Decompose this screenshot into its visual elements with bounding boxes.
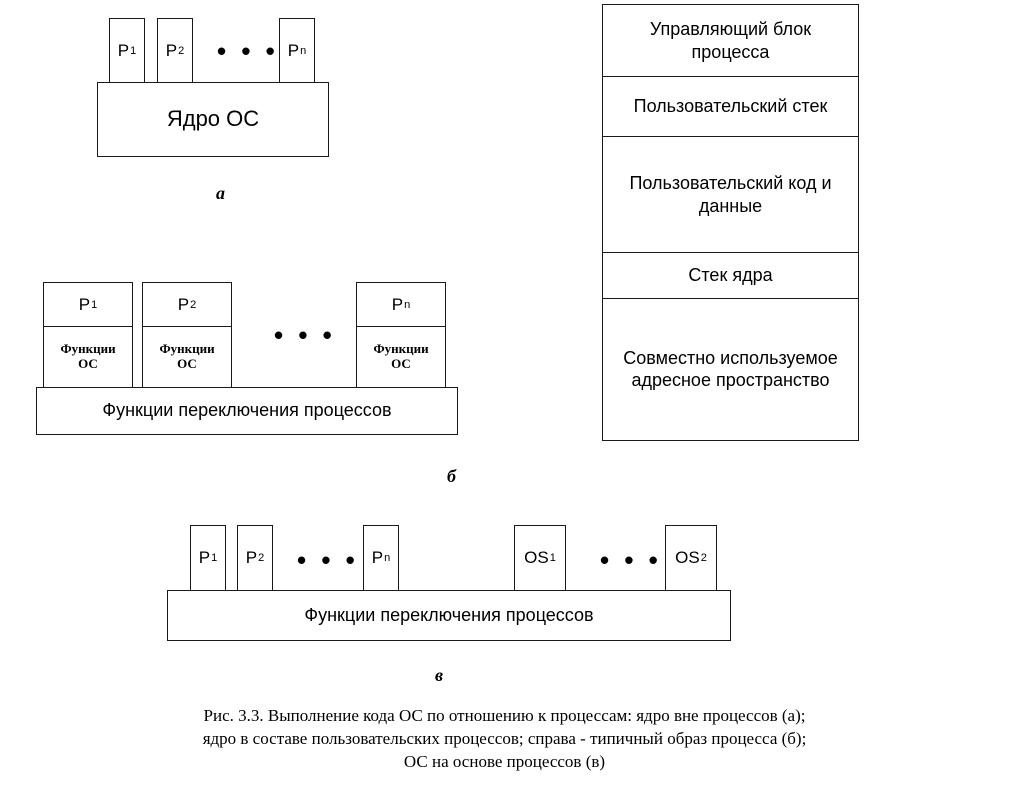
diagram-a-letter: а	[216, 183, 225, 203]
p-subscript: 2	[178, 44, 185, 57]
user-code-label: Пользовательский код и данные	[629, 173, 832, 216]
diagram-c-ellipsis-2: • • •	[600, 545, 662, 575]
kernel-stack-segment: Стек ядра	[603, 253, 858, 299]
p-subscript: 2	[258, 552, 265, 564]
figure-caption: Рис. 3.3. Выполнение кода ОС по отношени…	[0, 704, 1009, 773]
caption-line-3: ОС на основе процессов (в)	[403, 752, 606, 771]
p-label: P	[177, 295, 190, 314]
diagram-c-switch-functions: Функции переключения процессов	[167, 590, 731, 641]
diagram-b-os-functions-1: Функции ОС	[43, 326, 133, 388]
caption-line-2: ядро в составе пользовательских процессо…	[202, 729, 807, 748]
switch-label: Функции переключения процессов	[304, 604, 594, 625]
diagram-b-os-functions-2: Функции ОС	[142, 326, 232, 388]
p-label: P	[78, 295, 91, 314]
p-subscript: n	[404, 299, 411, 311]
kernel-stack-label: Стек ядра	[688, 265, 773, 286]
p-subscript: 1	[211, 552, 218, 564]
p-subscript: 2	[190, 299, 197, 311]
os-subscript: 1	[549, 552, 556, 564]
diagram-b-ellipsis: • • •	[274, 320, 336, 350]
diagram-c-letter: в	[435, 665, 444, 685]
os-func-line1: Функции	[159, 341, 215, 357]
user-stack-label: Пользовательский стек	[633, 96, 828, 117]
p-label: P	[165, 40, 178, 60]
os-label: OS	[675, 548, 700, 567]
p-subscript: n	[384, 552, 391, 564]
p-subscript: n	[300, 44, 307, 57]
diagram-a-ellipsis: • • •	[217, 36, 279, 66]
p-label: P	[371, 548, 384, 567]
diagram-c-ellipsis-1: • • •	[297, 545, 359, 575]
switch-label: Функции переключения процессов	[102, 400, 392, 421]
diagram-b-os-functions-n: Функции ОС	[356, 326, 446, 388]
os-func-line2: ОС	[177, 356, 197, 371]
control-block-label: Управляющий блок процесса	[649, 19, 812, 62]
os-func-line2: ОС	[391, 356, 411, 371]
p-subscript: 1	[91, 299, 98, 311]
p-label: P	[245, 548, 258, 567]
p-label: P	[198, 548, 211, 567]
diagram-b-switch-functions: Функции переключения процессов	[36, 387, 458, 435]
p-label: P	[391, 295, 404, 314]
shared-space-label: Совместно используемое адресное простран…	[623, 347, 838, 391]
caption-line-1: Рис. 3.3. Выполнение кода ОС по отношени…	[203, 706, 806, 725]
user-code-segment: Пользовательский код и данные	[603, 137, 858, 253]
p-subscript: 1	[130, 44, 137, 57]
user-stack-segment: Пользовательский стек	[603, 77, 858, 137]
os-label: OS	[524, 548, 549, 567]
process-control-block: Управляющий блок процесса	[603, 5, 858, 77]
kernel-label: Ядро ОС	[166, 106, 260, 132]
diagram-b-letter: б	[447, 466, 456, 486]
os-func-line1: Функции	[60, 341, 116, 357]
os-subscript: 2	[700, 552, 707, 564]
process-image-stack: Управляющий блок процесса Пользовательск…	[602, 4, 859, 441]
os-func-line1: Функции	[373, 341, 429, 357]
p-label: P	[117, 40, 130, 60]
shared-address-space-segment: Совместно используемое адресное простран…	[603, 299, 858, 439]
os-func-line2: ОС	[78, 356, 98, 371]
p-label: P	[287, 40, 300, 60]
diagram-a-kernel: Ядро ОС	[97, 82, 329, 157]
